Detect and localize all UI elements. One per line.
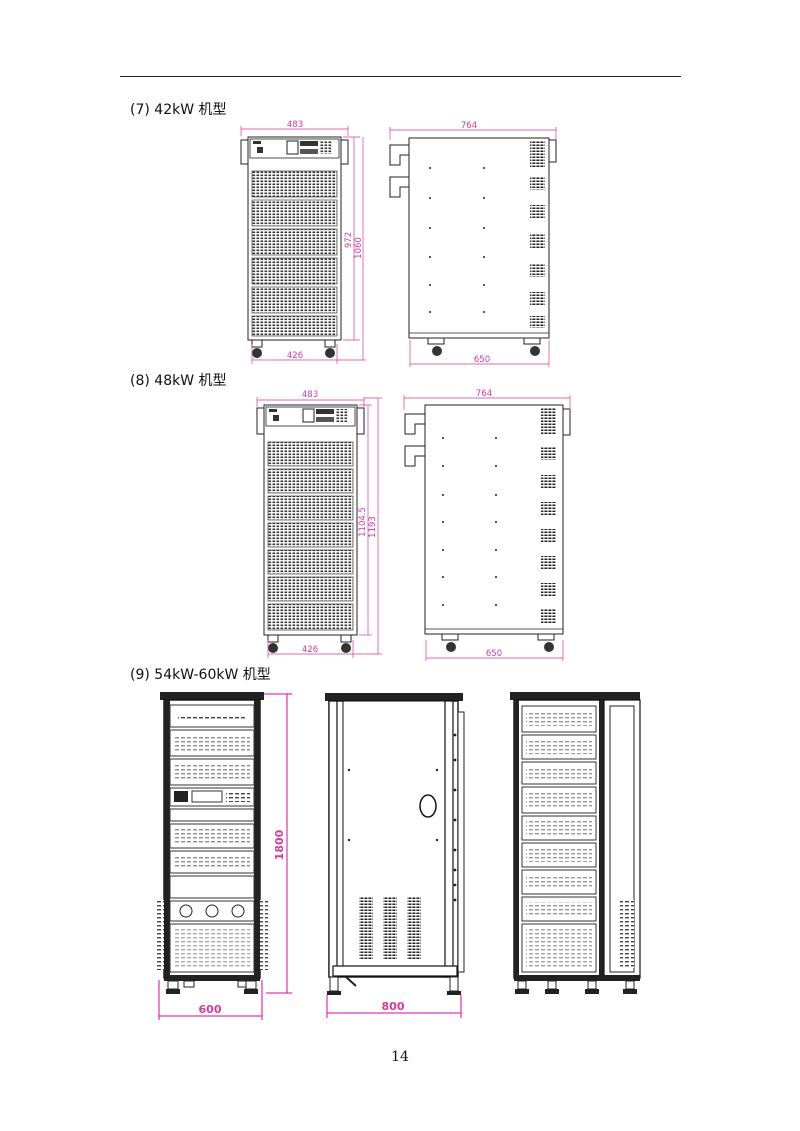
section-8-front-dimensions [256, 397, 382, 658]
section-7-height-outer-label: 1060 [354, 237, 364, 259]
section-7-heading: (7) 42kW 机型 [130, 102, 227, 118]
section-9-side-depth-label: 800 [382, 1000, 405, 1013]
section-7-side-depth-label: 764 [461, 121, 477, 131]
section-8-height-outer-label: 1193 [368, 516, 378, 538]
section-9-front-dimensions [158, 693, 292, 1020]
section-7-front-view [240, 136, 349, 358]
section-8-height-inner-label: 1104.5 [358, 507, 368, 537]
section-8-side-depth-label: 764 [476, 389, 492, 399]
section-7-front-dimensions [240, 126, 366, 364]
section-7-height-inner-label: 972 [344, 232, 354, 248]
section-7-front-base-label: 426 [287, 351, 303, 361]
section-9-heading: (9) 54kW-60kW 机型 [130, 667, 271, 683]
section-7-front-width-label: 483 [287, 120, 303, 130]
section-9-height-label: 1800 [273, 829, 286, 860]
section-8-front-width-label: 483 [302, 390, 318, 400]
section-8-side-view [404, 404, 571, 652]
section-8-side-base-label: 650 [486, 649, 502, 659]
section-8-front-base-label: 426 [302, 645, 318, 655]
page-number: 14 [391, 1049, 409, 1065]
section-7-side-dimensions [389, 127, 557, 367]
section-9-front-width-label: 600 [199, 1003, 222, 1016]
section-8-heading: (8) 48kW 机型 [130, 373, 227, 389]
section-9-side-view [325, 693, 465, 995]
section-8-front-view [256, 404, 365, 653]
section-9-side-dimensions [326, 995, 462, 1018]
section-8-side-dimensions [403, 395, 571, 661]
header-rule [120, 76, 681, 77]
section-7-side-base-label: 650 [474, 355, 490, 365]
section-9-front-view [156, 692, 268, 994]
section-9-rear-view [510, 692, 641, 994]
section-7-side-view [389, 137, 557, 356]
